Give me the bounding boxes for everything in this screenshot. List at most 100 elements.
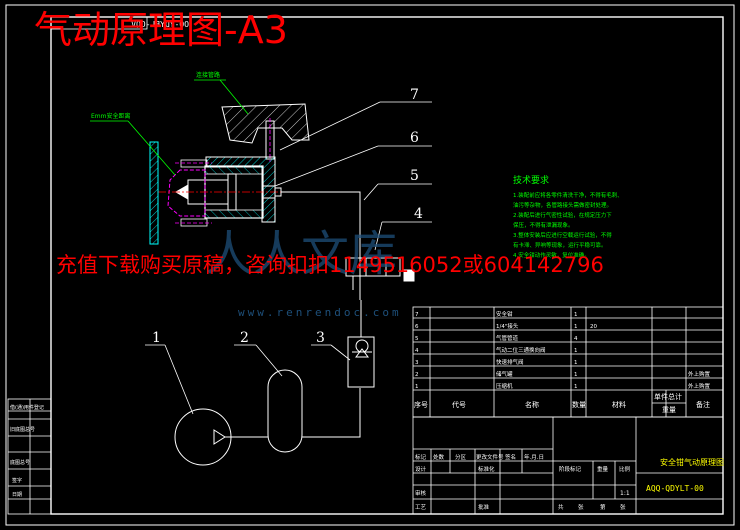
tb-process: 工艺	[415, 504, 427, 511]
callout-4: 4	[414, 206, 423, 222]
pipe-lower	[302, 388, 361, 438]
cylinder-bottom-wall	[204, 209, 264, 219]
bom-cell-no: 4	[415, 348, 419, 354]
tb-drawing-name: 安全钳气动原理图	[660, 457, 724, 467]
bom-cell-mat: 20	[590, 324, 597, 330]
bom-cell-name: 快速排气阀	[496, 358, 524, 366]
side-label-4: 底图总号	[10, 459, 30, 466]
inner-frame	[50, 16, 724, 515]
callout-2: 2	[240, 330, 249, 346]
bom-cell-note: 外上购置	[688, 370, 711, 378]
drawing-code-mirrored: OO-YDYEL-OQV	[131, 20, 189, 29]
tb-count: 处数	[433, 453, 445, 461]
tech-line-6: 有卡滞、异响等现象，运行平稳可靠。	[513, 241, 607, 249]
side-strip	[7, 398, 52, 515]
valve-4	[345, 257, 415, 290]
tb-design: 设计	[415, 465, 427, 473]
watermark-text: 充值下载购买原稿，咨询扣扣1149516052或604142796	[56, 253, 604, 277]
tb-scale-value: 1:1	[620, 490, 630, 497]
bom-h-weight: 重量	[662, 406, 676, 414]
bom-h-note: 备注	[696, 400, 710, 409]
code-box	[50, 16, 148, 30]
tb-weight: 重量	[597, 465, 609, 473]
title-block-labels: 标记 处数 分区 更改文件号 签名 年.月.日 设计 标准化 阶段标记 重量 比…	[415, 453, 631, 511]
tb-date: 年.月.日	[524, 453, 544, 461]
guide-rail	[149, 141, 159, 245]
tech-lines: 1.装配前应将各零件清洗干净，不得有毛刺、 油污等杂物，各管路接头需做密封处理。…	[513, 191, 623, 259]
label-top: 连接管路	[196, 71, 220, 79]
page-title: 气动原理图-A3	[34, 8, 288, 52]
bom-cell-note: 外上购置	[688, 382, 711, 390]
tb-scale-label: 比例	[619, 465, 631, 473]
tb-sheet: 张	[578, 503, 584, 511]
outer-frame	[5, 4, 735, 526]
tb-standard: 标准化	[478, 465, 495, 473]
bom-cell-name: 安全钳	[496, 310, 513, 318]
bom-h-no: 序号	[414, 400, 428, 409]
watermark-logo: 人人文库	[205, 226, 397, 282]
tech-line-2: 油污等杂物，各管路接头需做密封处理。	[513, 201, 612, 209]
tb-change-doc: 更改文件号	[476, 453, 504, 461]
exhaust-valve	[347, 336, 375, 388]
bom-cell-qty: 4	[574, 336, 578, 342]
bom-cell-no: 6	[415, 324, 419, 330]
bom-cell-qty: 1	[574, 312, 578, 318]
tb-approve: 批准	[478, 503, 490, 511]
tb-stage: 阶段标记	[559, 465, 582, 473]
tb-number: 第	[600, 503, 606, 511]
tech-line-1: 1.装配前应将各零件清洗干净，不得有毛刺、	[513, 191, 623, 199]
side-label-5: 签字	[12, 477, 22, 484]
jaw-outline	[167, 169, 206, 217]
compressor	[174, 408, 232, 466]
tb-sign: 签名	[505, 453, 516, 461]
tech-line-5: 3.整体安装后应进行空载运行试验，不得	[513, 231, 612, 239]
side-label-3: 旧底图总号	[10, 426, 35, 433]
tb-review: 审核	[415, 489, 427, 497]
bom-cell-qty: 1	[574, 384, 578, 390]
tb-total: 共	[558, 503, 564, 511]
pipe-upper	[281, 191, 361, 300]
bom-h-total: 总计	[668, 392, 682, 401]
bom-cell-name: 气动二位三通换向阀	[496, 346, 546, 354]
bom-cell-name: 压缩机	[496, 382, 513, 390]
bom-h-code: 代号	[452, 400, 466, 409]
bom-cell-no: 1	[415, 384, 419, 390]
tb-zone: 分区	[455, 453, 467, 461]
bom-h-unit: 单件	[654, 392, 668, 401]
bom-cell-no: 3	[415, 360, 419, 366]
callout-7: 7	[410, 87, 419, 103]
compressor-triangle	[213, 429, 226, 445]
title-block-grid	[412, 416, 724, 515]
bom-cell-name: 1/4"接头	[496, 322, 519, 330]
tb-sheet2: 张	[620, 503, 626, 511]
callout-1: 1	[152, 330, 161, 346]
watermark-url: www.renrendoc.com	[238, 306, 402, 319]
tb-drawing-code: AQQ-QDYLT-00	[646, 484, 704, 493]
bom-cell-no: 2	[415, 372, 419, 378]
bom-cell-name: 储气罐	[496, 370, 513, 378]
cylinder-top-wall	[204, 165, 264, 175]
bom-header: 序号 代号 名称 数量 材料 单件 总计 重量 备注	[414, 392, 710, 414]
screw-lower	[180, 218, 208, 227]
callout-3: 3	[316, 330, 325, 346]
label-left: Emm安全距离	[91, 112, 130, 120]
bom-h-name: 名称	[525, 400, 539, 409]
bom-cell-no: 5	[415, 336, 419, 342]
tech-line-7: 4.安全钳动作灵敏，复位准确。	[513, 251, 590, 259]
screw-upper	[180, 159, 208, 168]
tech-line-4: 保压，不得有泄漏现象。	[513, 221, 574, 229]
tb-mark: 标记	[415, 453, 427, 461]
callout-5: 5	[410, 168, 419, 184]
bom-cell-qty: 1	[574, 372, 578, 378]
air-tank	[267, 369, 303, 453]
callout-6: 6	[410, 130, 419, 146]
bom-h-qty: 数量	[572, 400, 586, 409]
bom-cell-qty: 1	[574, 348, 578, 354]
tech-line-3: 2.装配后进行气密性试验，在规定压力下	[513, 211, 612, 219]
bom-cell-qty: 1	[574, 324, 578, 330]
side-label-1: 借(通)用件登记	[10, 404, 44, 411]
bom-h-mat: 材料	[612, 400, 626, 409]
side-label-6: 日期	[12, 492, 22, 498]
